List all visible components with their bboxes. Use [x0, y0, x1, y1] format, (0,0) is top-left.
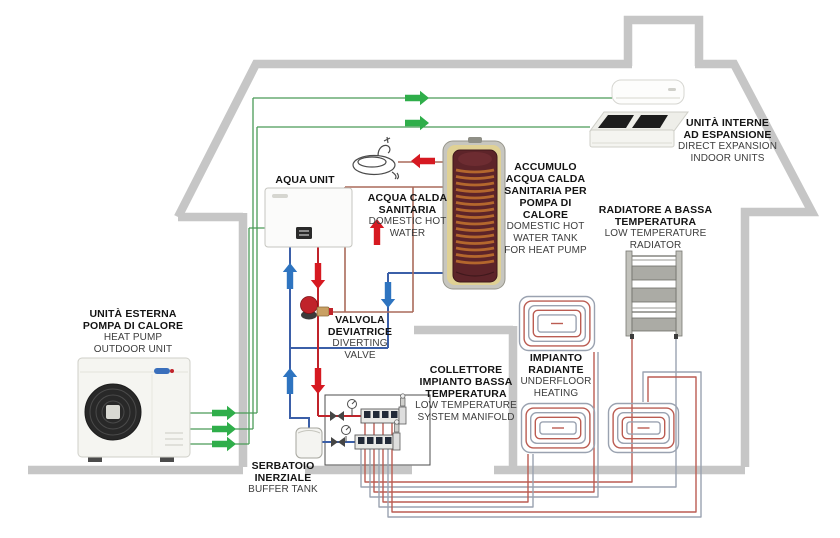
air-grille-icon — [598, 115, 634, 128]
flow-arrow-d-icon — [380, 282, 396, 308]
ceiling-cassette-indoor-unit — [589, 111, 689, 148]
floor-heating-coil — [520, 402, 596, 454]
brand-logo — [154, 368, 174, 374]
air-vent-icon — [400, 393, 406, 407]
flow-arrow-d-icon — [310, 263, 326, 289]
hot-supply-pipes — [317, 247, 361, 417]
floor-heating-coil — [607, 402, 680, 454]
air-grille-icon — [632, 115, 668, 128]
system-manifold — [330, 393, 407, 451]
wall-split-indoor-unit — [611, 79, 685, 105]
heat-pump-outdoor-unit — [77, 357, 191, 462]
house-outline — [28, 15, 820, 475]
air-vent-icon — [394, 419, 400, 433]
chimney — [623, 15, 704, 66]
refrigerant-lines — [190, 97, 612, 445]
flow-arrow-r-icon — [212, 405, 236, 421]
flow-arrows — [212, 90, 435, 452]
flow-arrow-u-icon — [282, 368, 298, 394]
fan-icon — [84, 383, 142, 441]
floor-heating-coil — [518, 295, 596, 352]
roof-right-and-wall — [695, 59, 820, 467]
tank-coil-icon — [455, 168, 495, 265]
aqua-unit — [264, 187, 353, 248]
pressure-gauge-icon — [341, 399, 357, 442]
low-temperature-radiator — [625, 250, 683, 339]
buffer-tank — [295, 427, 323, 459]
dhw-tank — [442, 137, 506, 290]
flow-arrow-l-icon — [411, 153, 435, 169]
flow-arrow-r-icon — [212, 421, 236, 437]
flow-arrow-d-icon — [310, 368, 326, 394]
flow-arrow-r-icon — [405, 90, 429, 106]
manifold-cabinet — [324, 394, 431, 466]
roof-left — [174, 59, 632, 219]
display-icon — [296, 227, 312, 239]
diverting-valve-icon — [300, 296, 333, 320]
interior-wall — [414, 325, 518, 470]
flow-arrow-u-icon — [282, 263, 298, 289]
shutoff-valve-icon — [330, 411, 345, 447]
brand-logo — [272, 194, 288, 198]
flow-arrow-u-icon — [369, 219, 385, 245]
cold-return-pipes — [289, 247, 448, 443]
sink-icon — [352, 136, 400, 180]
flow-arrow-r-icon — [405, 115, 429, 131]
flow-arrow-r-icon — [212, 436, 236, 452]
